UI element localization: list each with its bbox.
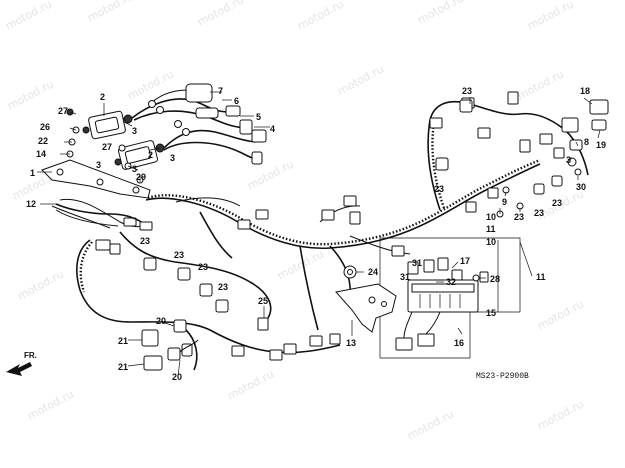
watermark-text: motod.ru xyxy=(225,367,276,402)
callout-32: 32 xyxy=(446,277,456,287)
callout-23: 23 xyxy=(552,198,562,208)
callout-11: 11 xyxy=(536,272,546,282)
leader-lines xyxy=(37,91,601,377)
callout-16: 16 xyxy=(454,338,464,348)
callout-18: 18 xyxy=(580,86,590,96)
callout-23: 23 xyxy=(198,262,208,272)
callout-13: 13 xyxy=(346,338,356,348)
coil-bracket xyxy=(41,159,151,199)
watermark-text: motod.ru xyxy=(295,0,346,33)
callout-14: 14 xyxy=(36,149,46,159)
callout-3: 3 xyxy=(96,160,101,170)
callout-31: 31 xyxy=(412,258,422,268)
callout-17: 17 xyxy=(460,256,470,266)
misc-parts xyxy=(343,265,489,283)
callout-labels: 2 2 3 3 3 3 4 5 6 7 1 12 27 27 26 22 14 … xyxy=(26,86,606,382)
callout-10: 10 xyxy=(486,237,496,247)
callout-3: 3 xyxy=(566,155,571,165)
watermark-text: motod.ru xyxy=(5,77,56,112)
callout-15: 15 xyxy=(486,308,496,318)
watermark-text: motod.ru xyxy=(535,297,586,332)
callout-27: 27 xyxy=(102,142,112,152)
callout-29: 29 xyxy=(136,172,146,182)
callout-5: 5 xyxy=(256,112,261,122)
front-direction-indicator: FR. xyxy=(6,351,37,376)
harness-connectors xyxy=(95,91,565,361)
spark-plug-leads xyxy=(131,83,267,165)
callout-3: 3 xyxy=(132,126,137,136)
rear-components xyxy=(496,99,609,218)
callout-12: 12 xyxy=(26,199,36,209)
watermark-text: motod.ru xyxy=(125,67,176,102)
callout-25: 25 xyxy=(258,296,268,306)
callout-28: 28 xyxy=(490,274,500,284)
callout-8: 8 xyxy=(584,137,589,147)
callout-31: 31 xyxy=(400,272,410,282)
watermark-text: motod.ru xyxy=(405,407,456,442)
callout-11: 11 xyxy=(486,224,496,234)
callout-23: 23 xyxy=(434,184,444,194)
callout-4: 4 xyxy=(270,124,275,134)
callout-7: 7 xyxy=(218,86,223,96)
callout-26: 26 xyxy=(40,122,50,132)
watermark-text: motod.ru xyxy=(515,67,566,102)
direction-label: FR. xyxy=(24,351,37,360)
callout-3: 3 xyxy=(132,164,137,174)
callout-10: 10 xyxy=(486,212,496,222)
watermark-text: motod.ru xyxy=(415,0,466,27)
watermark-text: motod.ru xyxy=(525,0,576,33)
callout-20: 20 xyxy=(172,372,182,382)
watermark-text: motod.ru xyxy=(25,387,76,422)
grommets xyxy=(143,99,563,313)
drawing-code: MS23-P2900B xyxy=(476,372,529,381)
arrow-icon xyxy=(6,362,32,376)
relays-left xyxy=(141,319,199,371)
ignition-coil-upper xyxy=(82,110,133,140)
callout-23: 23 xyxy=(514,212,524,222)
callout-23: 23 xyxy=(140,236,150,246)
watermark-text: motod.ru xyxy=(85,0,136,25)
callout-2: 2 xyxy=(100,92,105,102)
callout-23: 23 xyxy=(462,86,472,96)
watermark-text: motod.ru xyxy=(15,267,66,302)
callout-6: 6 xyxy=(234,96,239,106)
callout-2: 2 xyxy=(148,150,153,160)
callout-23: 23 xyxy=(218,282,228,292)
fuse-box-bracket xyxy=(335,283,397,333)
callout-23: 23 xyxy=(174,250,184,260)
fasteners xyxy=(66,108,144,184)
callout-24: 24 xyxy=(368,267,378,277)
callout-1: 1 xyxy=(30,168,35,178)
watermark-text: motod.ru xyxy=(335,62,386,97)
callout-3: 3 xyxy=(170,153,175,163)
callout-19: 19 xyxy=(596,140,606,150)
watermark-text: motod.ru xyxy=(535,397,586,432)
main-wire-harness xyxy=(51,100,589,354)
callout-21: 21 xyxy=(118,336,128,346)
callout-27: 27 xyxy=(58,106,68,116)
watermark-text: motod.ru xyxy=(3,0,54,33)
callout-30: 30 xyxy=(576,182,586,192)
callout-21: 21 xyxy=(118,362,128,372)
callout-22: 22 xyxy=(38,136,48,146)
ignition-coil-lower xyxy=(114,140,165,170)
callout-23: 23 xyxy=(534,208,544,218)
sub-harness xyxy=(55,203,153,231)
fuse-box-assembly xyxy=(395,257,480,351)
watermark-text: motod.ru xyxy=(195,0,246,29)
callout-20: 20 xyxy=(156,316,166,326)
callout-9: 9 xyxy=(502,197,507,207)
